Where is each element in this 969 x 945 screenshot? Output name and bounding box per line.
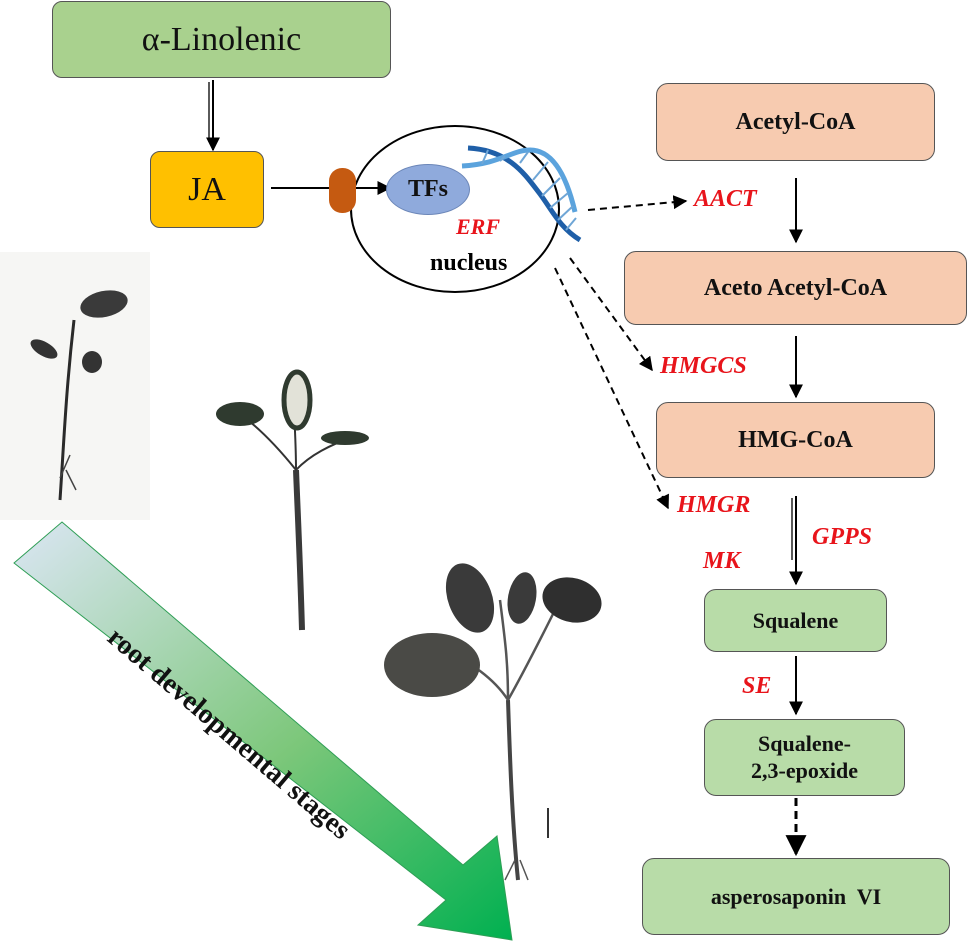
stage-arrow	[13, 521, 513, 941]
hmg-coa-box: HMG-CoA	[656, 402, 935, 478]
mk-label: MK	[703, 548, 741, 574]
tfs-node: TFs	[386, 164, 470, 215]
ja-box: JA	[150, 151, 264, 228]
arrow-nucleus-hmgr	[554, 267, 669, 510]
ja-label: JA	[188, 170, 226, 208]
acetoacetyl-coa-box: Aceto Acetyl-CoA	[624, 251, 967, 325]
acetyl-coa-label: Acetyl-CoA	[735, 108, 856, 135]
squalene-epoxide-label-1: Squalene-	[758, 731, 851, 757]
receptor-icon	[329, 168, 356, 213]
squalene-box: Squalene	[704, 589, 887, 652]
hmgr-label: HMGR	[677, 492, 751, 518]
nucleus-label: nucleus	[430, 250, 508, 276]
gpps-label: GPPS	[812, 524, 872, 550]
arrow-nucleus-aact	[587, 195, 688, 211]
seedling-image-2	[216, 369, 369, 631]
alpha-linolenic-box: α-Linolenic	[52, 1, 391, 78]
asperosaponin-label: asperosaponin VI	[710, 883, 882, 909]
squalene-label: Squalene	[752, 607, 839, 633]
acetyl-coa-box: Acetyl-CoA	[656, 83, 935, 161]
se-label: SE	[742, 673, 772, 699]
squalene-epoxide-box: Squalene- 2,3-epoxide	[704, 719, 905, 796]
acetoacetyl-coa-label: Aceto Acetyl-CoA	[703, 274, 888, 301]
aact-label: AACT	[694, 186, 757, 212]
hmg-coa-label: HMG-CoA	[738, 426, 853, 453]
tfs-label: TFs	[407, 176, 448, 202]
seedling-image-1	[0, 252, 150, 520]
asperosaponin-box: asperosaponin VI	[642, 858, 950, 935]
dna-icon	[461, 145, 582, 243]
erf-label: ERF	[456, 214, 501, 239]
alpha-linolenic-label: α-Linolenic	[141, 20, 302, 58]
hmgcs-label: HMGCS	[660, 353, 747, 379]
seedling-image-3	[384, 563, 602, 881]
squalene-epoxide-label-2: 2,3-epoxide	[751, 757, 858, 783]
